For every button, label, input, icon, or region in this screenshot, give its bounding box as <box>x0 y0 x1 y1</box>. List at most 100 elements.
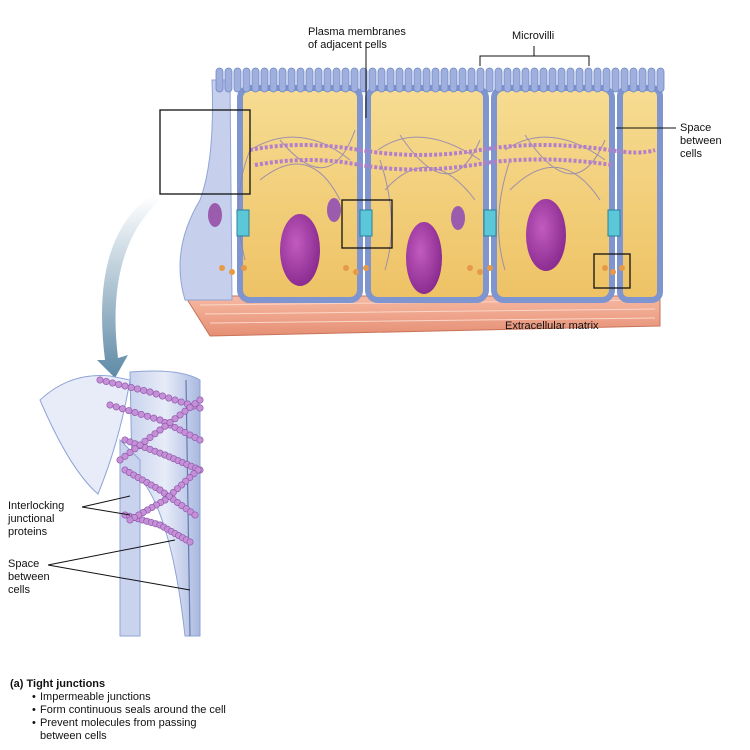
label-microvilli: Microvilli <box>512 30 555 42</box>
cytoskeleton-filaments <box>238 129 606 271</box>
junction-protein-bead <box>196 436 204 444</box>
microvillus <box>404 67 413 93</box>
microvillus <box>476 67 485 93</box>
microvillus <box>467 67 476 93</box>
microvillus <box>449 67 458 93</box>
microvillus <box>395 67 404 93</box>
junction-protein-bead <box>126 516 134 524</box>
microvillus <box>638 67 647 93</box>
microvillus <box>296 67 305 93</box>
label-extracellular-matrix: Extracellular matrix <box>505 320 599 332</box>
microvillus <box>593 67 602 93</box>
microvillus <box>566 67 575 93</box>
caption-title: (a) Tight junctions <box>10 678 106 690</box>
microvillus <box>575 67 584 93</box>
microvillus <box>224 67 233 93</box>
microvillus <box>548 67 557 93</box>
curled-membrane <box>39 375 131 495</box>
microvillus <box>656 67 665 93</box>
junction-protein-bead <box>131 408 139 416</box>
junction-protein-bead <box>156 426 164 434</box>
microvillus <box>521 67 530 93</box>
microvillus <box>602 67 611 93</box>
nucleus-3 <box>526 199 566 271</box>
junction-protein-bead <box>121 382 129 390</box>
cell-4 <box>617 85 663 303</box>
nucleus-2 <box>406 222 442 294</box>
junction-protein-bead <box>127 383 135 391</box>
nucleus-1 <box>280 214 320 286</box>
junction-protein-bead <box>161 422 169 430</box>
microvillus <box>584 67 593 93</box>
caption-bullet: Prevent molecules from passing between c… <box>32 717 226 743</box>
junction-protein-bead <box>177 398 185 406</box>
junction-protein-bead <box>126 448 134 456</box>
junction-protein-bead <box>121 452 129 460</box>
epithelial-tissue-block <box>159 67 665 337</box>
top-leader-lines <box>365 42 676 129</box>
junction-protein-bead <box>150 414 158 422</box>
label-space-between-cells-top: Space between cells <box>680 122 722 160</box>
microvillus <box>647 67 656 93</box>
junction-protein-bead <box>171 396 179 404</box>
microvillus <box>386 67 395 93</box>
junction-protein-bead <box>176 411 184 419</box>
junction-markers <box>208 198 625 275</box>
junction-protein-bead <box>181 407 189 415</box>
microvillus <box>512 67 521 93</box>
junction-protein-bead <box>106 401 114 409</box>
microvillus <box>485 67 494 93</box>
microvillus <box>251 67 260 93</box>
microvillus <box>278 67 287 93</box>
microvillus <box>611 67 620 93</box>
cell-1 <box>237 85 363 303</box>
junction-protein-bead <box>191 400 199 408</box>
microvillus <box>629 67 638 93</box>
junctional-protein-chains <box>96 376 204 546</box>
microvillus <box>377 67 386 93</box>
figure-caption: (a) Tight junctions Impermeable junction… <box>10 678 226 743</box>
detail-box-adherens <box>341 199 393 249</box>
label-plasma-membranes: Plasma membranes of adjacent cells <box>308 26 406 51</box>
junction-protein-bead <box>116 456 124 464</box>
label-interlocking-proteins: Interlocking junctional proteins <box>8 500 65 538</box>
junction-protein-bead <box>191 511 199 519</box>
microvillus <box>494 67 503 93</box>
left-membrane-edge <box>179 79 233 301</box>
microvillus <box>440 67 449 93</box>
microvillus <box>359 67 368 93</box>
enlarged-junction-detail <box>39 370 204 637</box>
junction-protein-bead <box>140 386 148 394</box>
junction-protein-bead <box>186 538 194 546</box>
cell-2 <box>365 85 489 303</box>
junction-protein-bead <box>119 405 127 413</box>
junction-protein-bead <box>171 415 179 423</box>
junction-protein-bead <box>151 430 159 438</box>
microvillus <box>620 67 629 93</box>
tight-junction-strands <box>249 143 656 172</box>
junction-protein-bead <box>136 441 144 449</box>
junction-protein-bead <box>134 385 142 393</box>
microvillus <box>458 67 467 93</box>
bottom-leader-lines <box>47 495 191 591</box>
microvillus <box>332 67 341 93</box>
junction-protein-bead <box>165 394 173 402</box>
microvillus <box>503 67 512 93</box>
microvillus <box>539 67 548 93</box>
junction-protein-bead <box>102 377 110 385</box>
microvillus <box>242 67 251 93</box>
caption-bullet: Impermeable junctions <box>32 691 226 704</box>
label-space-between-cells-bottom: Space between cells <box>8 558 50 596</box>
junction-protein-bead <box>141 437 149 445</box>
junction-protein-bead <box>196 396 204 404</box>
microvillus <box>530 67 539 93</box>
microvillus <box>233 67 242 93</box>
junction-protein-bead <box>112 403 120 411</box>
junction-protein-bead <box>166 418 174 426</box>
microvillus <box>314 67 323 93</box>
junction-protein-bead <box>146 388 154 396</box>
caption-bullet: Form continuous seals around the cell <box>32 704 226 717</box>
microvillus <box>413 67 422 93</box>
junction-protein-bead <box>146 433 154 441</box>
